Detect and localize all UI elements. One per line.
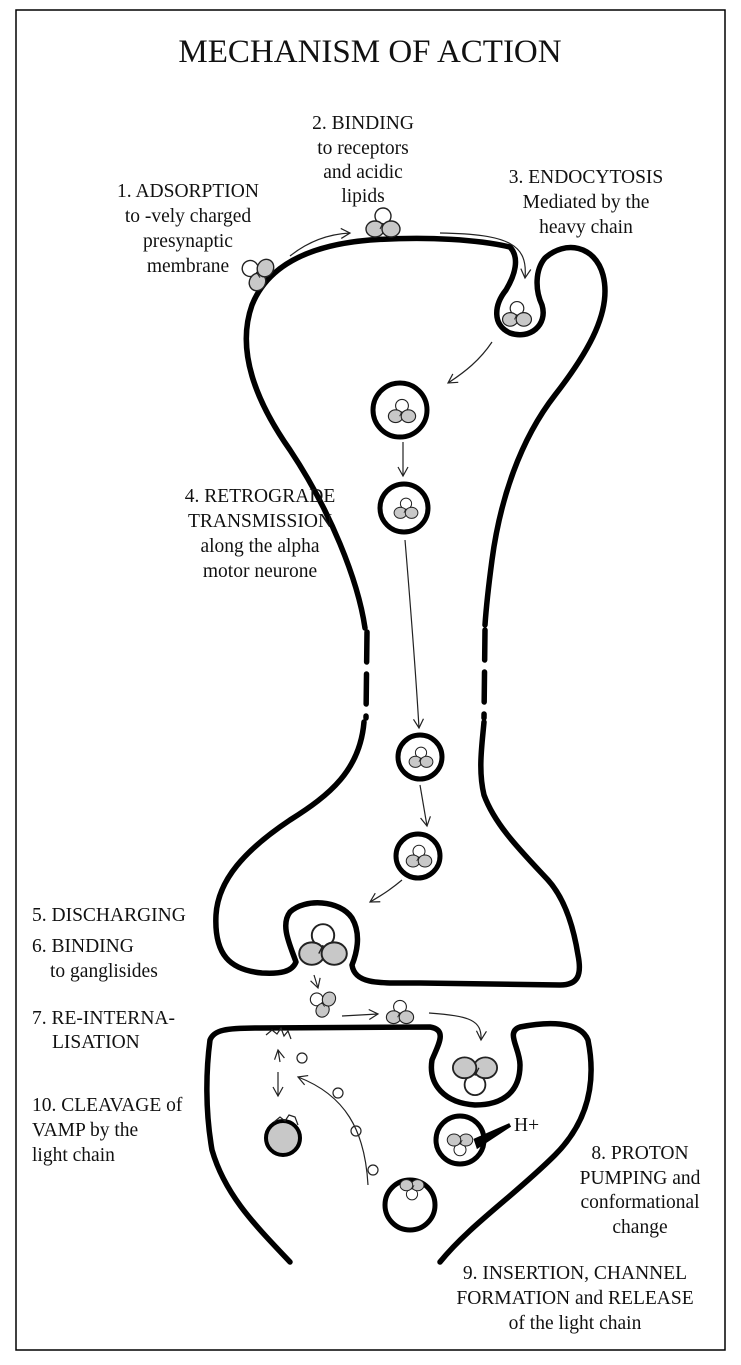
label-step-7: 7. RE-INTERNA- LISATION <box>32 1008 175 1053</box>
label-step-1: 1. ADSORPTION to -vely charged presynapt… <box>117 181 259 277</box>
svg-text:LISATION: LISATION <box>52 1032 140 1053</box>
label-step-6: 6. BINDING to ganglisides <box>32 936 158 982</box>
proton-label: H+ <box>514 1115 539 1136</box>
postsynaptic-membrane <box>204 1020 594 1265</box>
svg-text:change: change <box>612 1217 667 1238</box>
label-step-3: 3. ENDOCYTOSIS Mediated by the heavy cha… <box>509 167 664 238</box>
svg-text:lipids: lipids <box>341 186 384 207</box>
svg-text:8. PROTON: 8. PROTON <box>591 1143 688 1164</box>
svg-text:TRANSMISSION: TRANSMISSION <box>188 511 332 532</box>
svg-text:motor neurone: motor neurone <box>203 561 317 582</box>
diagram-title: MECHANISM OF ACTION <box>178 34 561 70</box>
svg-text:4. RETROGRADE: 4. RETROGRADE <box>185 486 336 507</box>
svg-text:presynaptic: presynaptic <box>143 231 233 252</box>
label-step-4: 4. RETROGRADE TRANSMISSION along the alp… <box>185 486 336 582</box>
svg-text:6. BINDING: 6. BINDING <box>32 936 134 957</box>
svg-text:and acidic: and acidic <box>323 162 403 183</box>
vesicle <box>382 1177 438 1233</box>
svg-text:to ganglisides: to ganglisides <box>50 961 158 982</box>
svg-text:to -vely charged: to -vely charged <box>125 206 252 227</box>
svg-text:VAMP by the: VAMP by the <box>32 1120 138 1141</box>
svg-text:along the alpha: along the alpha <box>200 536 319 557</box>
toxin-molecules <box>234 207 533 1201</box>
flow-arrows <box>272 227 532 1186</box>
proton-pump-arrow-icon <box>473 1123 512 1150</box>
svg-text:of the light chain: of the light chain <box>509 1313 642 1334</box>
presynaptic-terminal <box>213 719 583 988</box>
label-step-10: 10. CLEAVAGE of VAMP by the light chain <box>32 1095 183 1166</box>
svg-text:Mediated by the: Mediated by the <box>523 192 650 213</box>
axon-left-dashed <box>363 629 370 721</box>
label-step-2: 2. BINDING to receptors and acidic lipid… <box>312 113 414 207</box>
label-step-8: 8. PROTON PUMPING and conformational cha… <box>580 1143 701 1238</box>
svg-text:PUMPING and: PUMPING and <box>580 1168 701 1189</box>
svg-text:to receptors: to receptors <box>317 138 409 159</box>
svg-text:membrane: membrane <box>147 256 229 277</box>
axon-right-dashed <box>481 627 488 721</box>
svg-text:light chain: light chain <box>32 1145 115 1166</box>
frame-border <box>15 9 726 1351</box>
synaptic-vesicle-vamp <box>264 1119 302 1157</box>
svg-text:FORMATION and RELEASE: FORMATION and RELEASE <box>456 1288 693 1309</box>
svg-text:1. ADSORPTION: 1. ADSORPTION <box>117 181 259 202</box>
svg-text:3. ENDOCYTOSIS: 3. ENDOCYTOSIS <box>509 167 664 188</box>
svg-text:10. CLEAVAGE of: 10. CLEAVAGE of <box>32 1095 183 1116</box>
presynaptic-membrane-upper <box>243 235 608 631</box>
svg-text:7. RE-INTERNA-: 7. RE-INTERNA- <box>32 1008 175 1029</box>
light-chain-fragments <box>265 1026 379 1176</box>
svg-text:conformational: conformational <box>580 1192 700 1213</box>
svg-text:9. INSERTION, CHANNEL: 9. INSERTION, CHANNEL <box>463 1263 687 1284</box>
svg-text:heavy chain: heavy chain <box>539 217 633 238</box>
label-step-5: 5. DISCHARGING <box>32 905 186 926</box>
label-step-9: 9. INSERTION, CHANNEL FORMATION and RELE… <box>456 1263 693 1334</box>
svg-text:2. BINDING: 2. BINDING <box>312 113 414 134</box>
